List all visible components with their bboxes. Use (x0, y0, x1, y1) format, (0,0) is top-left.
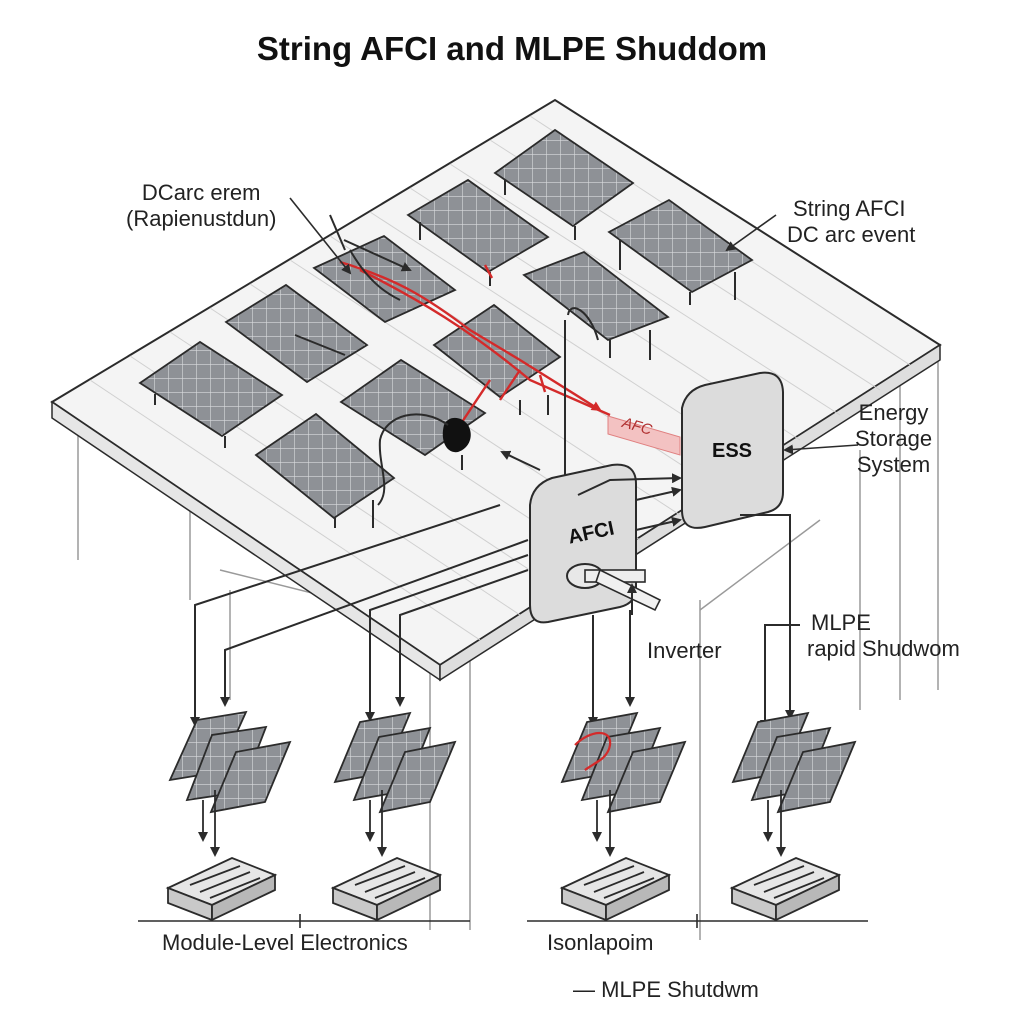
roof-panel (406, 178, 550, 274)
label-line: (Rapienustdun) (126, 205, 277, 231)
ess-box-label: ESS (712, 440, 753, 462)
label-leaders (289, 197, 859, 455)
label-line: rapid Shudwom (807, 635, 960, 661)
module-drop-wiring (198, 790, 786, 857)
mlpe-device-2 (330, 857, 443, 922)
label-mlpe-rapid-shutdown: MLPE rapid Shudwom (807, 610, 960, 662)
module-group-4 (731, 711, 857, 814)
roof-panel (254, 412, 396, 520)
module-arc-mark (574, 731, 612, 771)
mlpe-device-4 (729, 857, 842, 922)
legend-mlpe-shutdown: — MLPE Shutdwm (573, 977, 759, 1002)
roof-wiring (294, 214, 599, 506)
label-energy-storage-system: Energy Storage System (855, 400, 932, 478)
diagram-title: String AFCI and MLPE Shuddom (256, 30, 768, 67)
arc-fault-point (442, 417, 471, 453)
label-line: DC arc event (787, 221, 916, 247)
mlpe-device-1 (165, 857, 278, 922)
label-line: Storage (855, 425, 933, 451)
label-inverter: Inverter (647, 638, 722, 663)
roof-panel (224, 283, 369, 384)
afci-inverter-box (529, 463, 662, 624)
label-dc-arc-rapid-shutdown: DCarc erem (Rapienustdun) (126, 180, 276, 232)
system-wiring (190, 473, 800, 730)
label-line: String AFCI (793, 196, 906, 221)
label-line: System (856, 451, 931, 477)
mlpe-device-3 (559, 857, 672, 922)
afc-tag-shape (607, 415, 681, 456)
roof-panel (607, 198, 754, 294)
roof-panel (493, 128, 635, 228)
house-walls (77, 360, 939, 940)
label-line: DCarc erem (141, 180, 261, 205)
label-isolation: Isonlapoim (547, 930, 654, 955)
label-module-level-electronics: Module-Level Electronics (162, 930, 408, 955)
ground-lines (138, 914, 868, 928)
roof-panel (522, 250, 670, 342)
label-line: MLPE (811, 610, 871, 635)
ess-box (681, 371, 784, 529)
module-group-1 (168, 710, 292, 814)
module-group-2 (333, 711, 457, 814)
roof-panel (138, 340, 284, 438)
label-string-afci: String AFCI DC arc event (787, 196, 915, 248)
module-group-3 (560, 711, 687, 814)
label-line: Energy (858, 400, 929, 425)
